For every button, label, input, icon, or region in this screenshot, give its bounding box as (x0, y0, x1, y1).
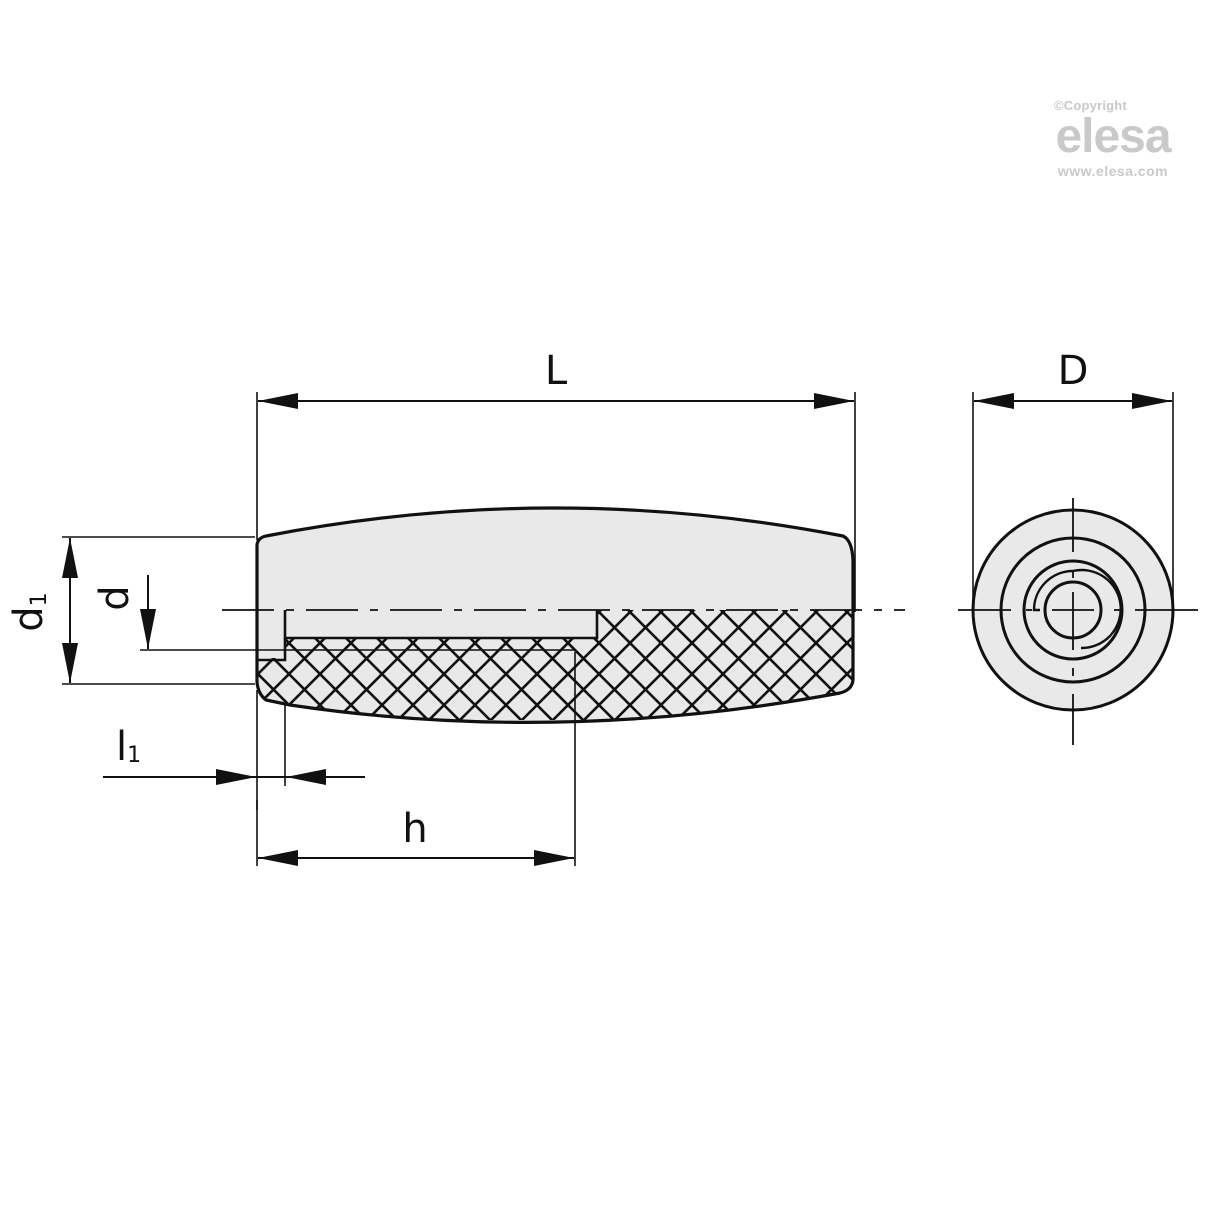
bore-cavity (285, 610, 597, 638)
website-link-text: www.elesa.com (1057, 163, 1169, 179)
arrow-down-icon (62, 643, 78, 683)
label-h: h (402, 806, 427, 852)
label-d1: d1 (6, 592, 52, 631)
side-view (222, 506, 905, 724)
dimension-D: D (972, 348, 1174, 610)
dimension-h: h (256, 652, 576, 866)
arrow-right-icon (534, 850, 574, 866)
arrow-up-icon (62, 538, 78, 578)
bore-outline (283, 610, 599, 640)
end-view (958, 498, 1198, 745)
arrow-left-icon (974, 393, 1014, 409)
arrow-right-icon (1132, 393, 1172, 409)
dimension-L: L (256, 348, 856, 612)
thread-arc-tail (1032, 569, 1074, 612)
handle-outline (255, 506, 855, 724)
ring-circle-3 (1022, 559, 1124, 661)
arrow-down-icon (140, 609, 156, 649)
arrow-left-icon (258, 850, 298, 866)
elesa-watermark: ©Copyright elesa www.elesa.com (1048, 98, 1178, 179)
arrow-left-icon (258, 393, 298, 409)
label-D: D (1058, 348, 1089, 394)
dimension-l1: l1 (103, 690, 365, 810)
dimension-d: d (92, 575, 285, 651)
arrow-right-icon (814, 393, 854, 409)
dimension-d1: d1 (6, 536, 255, 685)
label-d: d (92, 585, 138, 610)
elesa-logo: elesa (1055, 110, 1171, 163)
arrow-left-icon (286, 769, 326, 785)
label-l1: l1 (116, 724, 141, 770)
end-chamfer-region (258, 610, 285, 658)
label-L: L (545, 348, 568, 394)
arrow-right-icon (216, 769, 256, 785)
bore-step (257, 638, 287, 662)
copyright-text: ©Copyright (1054, 98, 1127, 113)
thread-arc (1072, 568, 1122, 650)
